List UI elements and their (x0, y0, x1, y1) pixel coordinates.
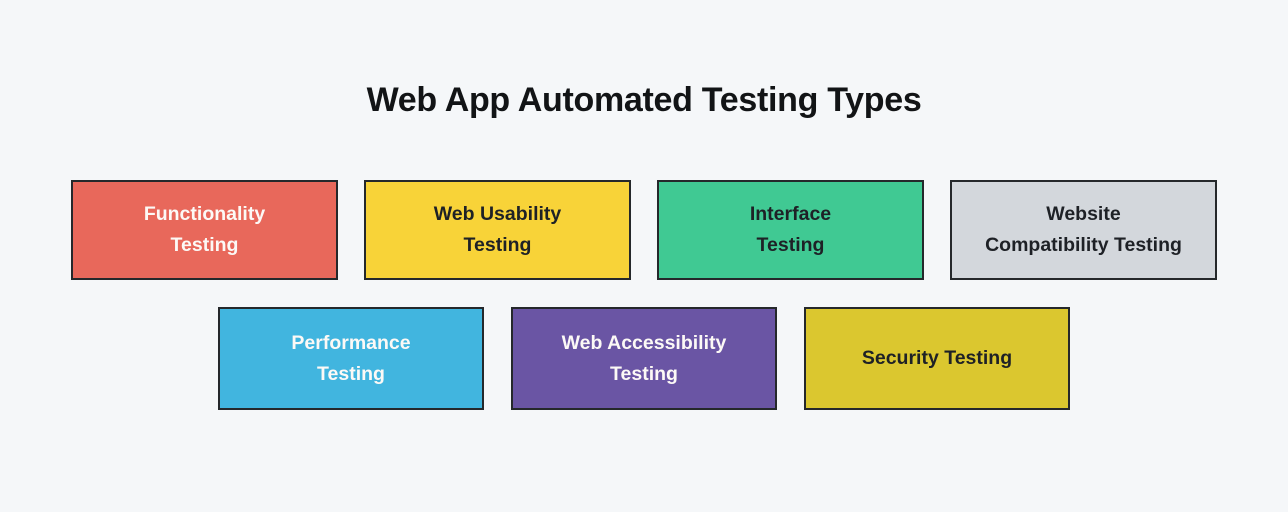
card-web-accessibility-testing: Web Accessibility Testing (511, 307, 777, 410)
page-title: Web App Automated Testing Types (366, 81, 922, 119)
card-website-compatibility-testing: Website Compatibility Testing (950, 180, 1217, 280)
testing-types-row-2: Performance Testing Web Accessibility Te… (0, 307, 1288, 410)
card-interface-testing: Interface Testing (657, 180, 924, 280)
card-functionality-testing: Functionality Testing (71, 180, 338, 280)
card-web-usability-testing: Web Usability Testing (364, 180, 631, 280)
card-performance-testing: Performance Testing (218, 307, 484, 410)
card-security-testing: Security Testing (804, 307, 1070, 410)
testing-types-row-1: Functionality Testing Web Usability Test… (0, 180, 1288, 280)
